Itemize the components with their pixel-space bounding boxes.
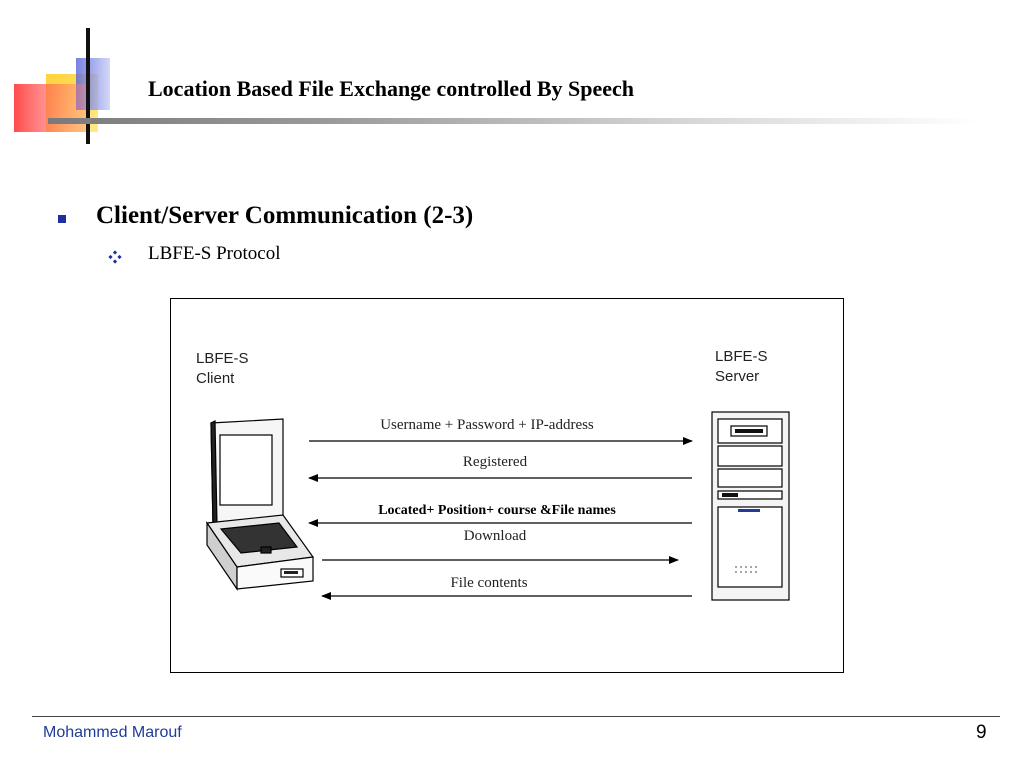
server-label-line1: LBFE-S: [715, 348, 768, 365]
message-credentials: Username + Password + IP-address: [380, 417, 594, 433]
client-label-line1: LBFE-S: [196, 350, 249, 367]
laptop-icon: [205, 418, 315, 591]
page-number: 9: [976, 722, 987, 743]
title-underline: [48, 118, 978, 124]
sub-bullet-protocol: LBFE-S Protocol: [148, 243, 281, 264]
diagram-canvas: [205, 411, 790, 601]
diamond-bullet-icon: [108, 250, 122, 264]
message-download: Download: [463, 528, 527, 544]
message-registered: Registered: [462, 454, 528, 470]
client-label-line2: Client: [196, 370, 235, 387]
server-tower-icon: [711, 411, 790, 601]
bullet-square-icon: [58, 215, 66, 223]
bullet-client-server: Client/Server Communication (2-3): [96, 202, 474, 229]
message-position-files: Located+ Position+ course &File names: [378, 503, 616, 518]
slide-title: Location Based File Exchange controlled …: [148, 76, 635, 101]
footer-divider: [32, 716, 1000, 717]
protocol-diagram: LBFE-S Client LBFE-S Server Username + P…: [170, 298, 844, 673]
decorative-squares-logo: [14, 28, 110, 144]
server-label-line2: Server: [715, 368, 760, 385]
footer-author: Mohammed Marouf: [43, 724, 182, 741]
message-file-contents: File contents: [450, 575, 528, 591]
